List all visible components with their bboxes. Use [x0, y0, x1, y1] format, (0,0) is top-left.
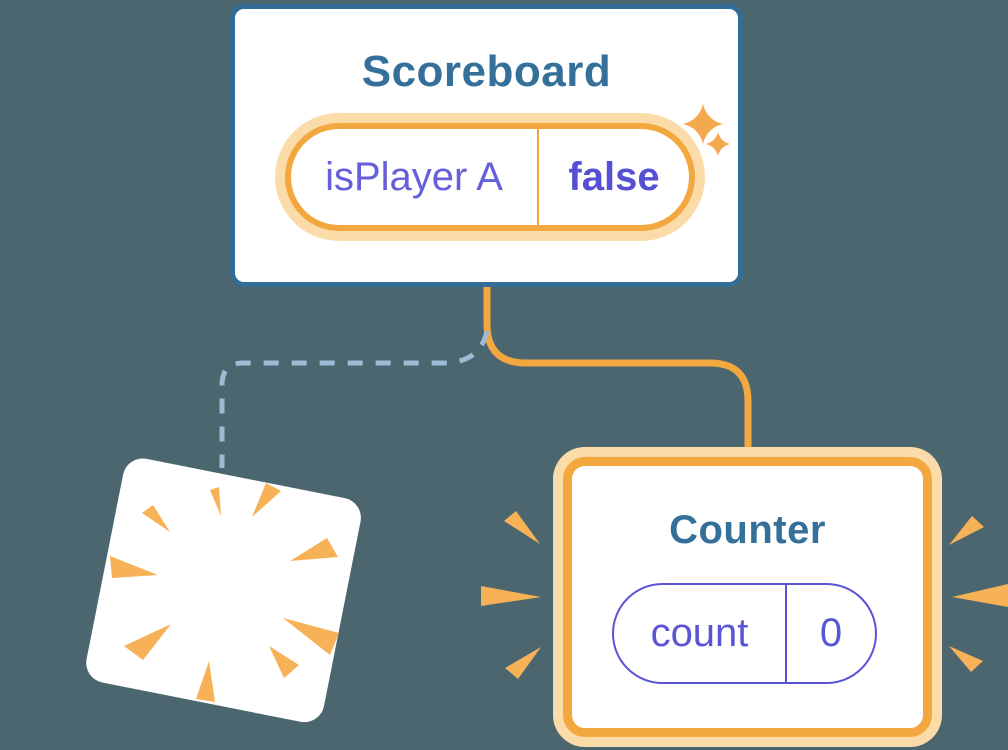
scoreboard-title: Scoreboard	[361, 47, 612, 96]
poof-card-background	[86, 458, 361, 723]
counter-state-name-segment: count	[614, 585, 785, 682]
counter-state-value-segment: 0	[787, 585, 875, 682]
scoreboard-card: Scoreboard isPlayer A false	[230, 4, 743, 287]
pill-divider	[537, 129, 539, 225]
poof-burst-icon	[110, 483, 339, 702]
sparkles-icon	[683, 104, 730, 156]
counter-state-value-label: 0	[819, 611, 843, 655]
state-name-label: isPlayer A	[325, 154, 503, 199]
state-value-segment: false	[539, 129, 689, 225]
counter-pill-divider	[785, 585, 787, 682]
counter-card: Counter count 0	[563, 457, 932, 737]
poof-card	[86, 458, 361, 723]
state-value-label: false	[568, 154, 660, 199]
emphasis-rays-left-icon	[481, 511, 541, 679]
counter-title: Counter	[669, 508, 826, 552]
counter-state-name-label: count	[650, 611, 749, 655]
emphasis-rays-right-icon	[949, 516, 1008, 672]
scoreboard-state-pill: isPlayer A false	[285, 123, 695, 231]
connector-scoreboard-to-removed	[219, 330, 490, 468]
state-name-segment: isPlayer A	[291, 129, 537, 225]
connector-scoreboard-to-counter	[483, 283, 752, 454]
counter-state-pill: count 0	[612, 583, 877, 684]
